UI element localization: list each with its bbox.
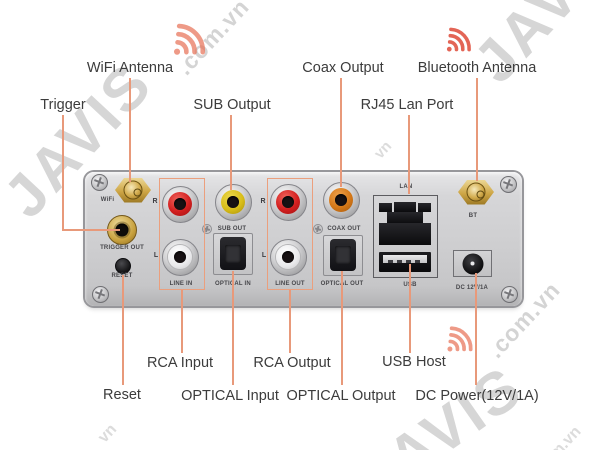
bt-port-label: BT <box>468 212 478 219</box>
screw-icon <box>90 173 108 191</box>
watermark-vn-text: vn <box>370 137 396 163</box>
leader-line-rca-output <box>289 290 291 353</box>
optical-out-port <box>330 239 356 271</box>
reset-label: RESET <box>111 273 132 279</box>
device-rear-panel: WiFi TRIGGER OUT RESET R L LINE IN SUB O… <box>85 172 522 306</box>
rj45-lan-port <box>379 202 431 245</box>
rca-output-left-jack <box>269 238 307 276</box>
wifi-antenna-connector <box>115 177 151 203</box>
usb-pins <box>388 260 422 263</box>
bluetooth-antenna-connector <box>458 179 494 205</box>
screw-icon <box>499 175 517 193</box>
sma-connector-icon <box>466 182 486 202</box>
line-in-group-box <box>159 178 205 290</box>
leader-line-trigger-horizontal <box>62 229 120 231</box>
leader-line-usb-host <box>409 264 411 353</box>
callout-rca-input: RCA Input <box>146 355 214 371</box>
screw-icon <box>91 285 109 303</box>
leader-line-reset <box>122 275 124 385</box>
reset-button <box>115 258 131 274</box>
coax-out-label: COAX OUT <box>327 225 361 232</box>
sub-out-jack <box>214 183 252 221</box>
wifi-signal-icon <box>430 318 482 370</box>
lan-usb-block <box>373 195 438 278</box>
line-in-label: LINE IN <box>169 280 193 287</box>
screw-icon <box>500 285 518 303</box>
watermark-brand-text: JAVIS <box>460 0 600 96</box>
dc-barrel-icon <box>462 253 483 274</box>
callout-sub-output: SUB Output <box>193 97 271 113</box>
line-out-r-label: R <box>260 197 266 205</box>
leader-line-rca-input <box>181 290 183 353</box>
trigger-out-label: TRIGGER OUT <box>100 244 144 251</box>
callout-coax-output: Coax Output <box>302 60 384 76</box>
watermark-mvn-text: m.vn <box>546 423 585 450</box>
rca-output-right-jack <box>269 183 307 221</box>
callout-optical-input: OPTICAL Input <box>181 388 279 404</box>
wifi-signal-icon <box>154 13 217 76</box>
screw-icon <box>313 224 323 234</box>
callout-bluetooth-antenna: Bluetooth Antenna <box>417 60 537 76</box>
callout-rj45-lan-port: RJ45 Lan Port <box>360 97 454 113</box>
callout-rca-output: RCA Output <box>253 355 331 371</box>
line-in-l-label: L <box>153 251 159 259</box>
leader-line-dc-power <box>475 273 477 385</box>
leader-line-coax-output <box>340 78 342 187</box>
screw-icon <box>202 224 212 234</box>
leader-line-optical-output <box>341 271 343 385</box>
wifi-signal-icon <box>430 19 480 68</box>
leader-line-trigger-vertical <box>62 115 64 231</box>
line-out-group-box <box>267 178 313 290</box>
leader-line-bluetooth-antenna <box>476 78 478 181</box>
callout-dc-power: DC Power(12V/1A) <box>415 388 539 404</box>
leader-line-sub-output <box>230 115 232 190</box>
watermark-vn-text: vn <box>95 421 121 447</box>
lan-label: LAN <box>399 183 413 190</box>
sub-out-label: SUB OUT <box>217 225 247 232</box>
usb-tongue <box>383 255 427 263</box>
callout-reset: Reset <box>103 387 141 403</box>
dc-power-label: DC 12V/1A <box>455 284 489 291</box>
line-out-l-label: L <box>261 251 267 259</box>
usb-host-port <box>379 252 431 272</box>
line-in-r-label: R <box>152 197 158 205</box>
leader-line-optical-input <box>232 271 234 385</box>
dc-power-jack <box>453 250 492 277</box>
line-out-label: LINE OUT <box>275 280 305 287</box>
coax-out-jack <box>322 181 360 219</box>
rca-input-left-jack <box>161 238 199 276</box>
sma-connector-icon <box>123 180 143 200</box>
rca-input-right-jack <box>161 185 199 223</box>
callout-usb-host: USB Host <box>382 354 446 370</box>
optical-in-port <box>220 237 246 270</box>
callout-wifi-antenna: WiFi Antenna <box>86 60 174 76</box>
leader-line-wifi-antenna <box>129 78 131 182</box>
callout-optical-output: OPTICAL Output <box>286 388 396 404</box>
leader-line-rj45 <box>408 115 410 194</box>
callout-trigger: Trigger <box>40 97 86 113</box>
wifi-port-label: WiFi <box>100 196 115 203</box>
